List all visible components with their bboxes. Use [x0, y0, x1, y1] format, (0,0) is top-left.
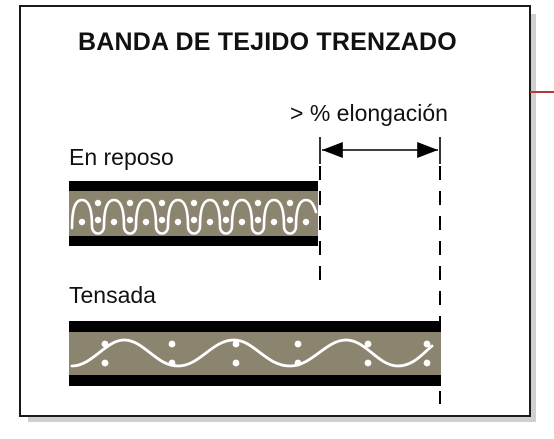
rest-weave-pattern	[70, 198, 318, 235]
tensed-weave-pattern	[70, 338, 434, 368]
tensed-label: Tensada	[69, 282, 156, 308]
rest-label: En reposo	[69, 144, 174, 170]
band-tensed	[69, 321, 441, 386]
extent-markers	[319, 166, 441, 404]
rest-weave-dots	[78, 199, 310, 226]
band-at-rest	[69, 181, 318, 246]
elongation-arrow-icon	[319, 137, 441, 164]
tensed-weave-dots	[101, 340, 431, 367]
diagram-title: BANDA DE TEJIDO TRENZADO	[78, 28, 457, 56]
elongation-label: > % elongación	[290, 100, 448, 126]
